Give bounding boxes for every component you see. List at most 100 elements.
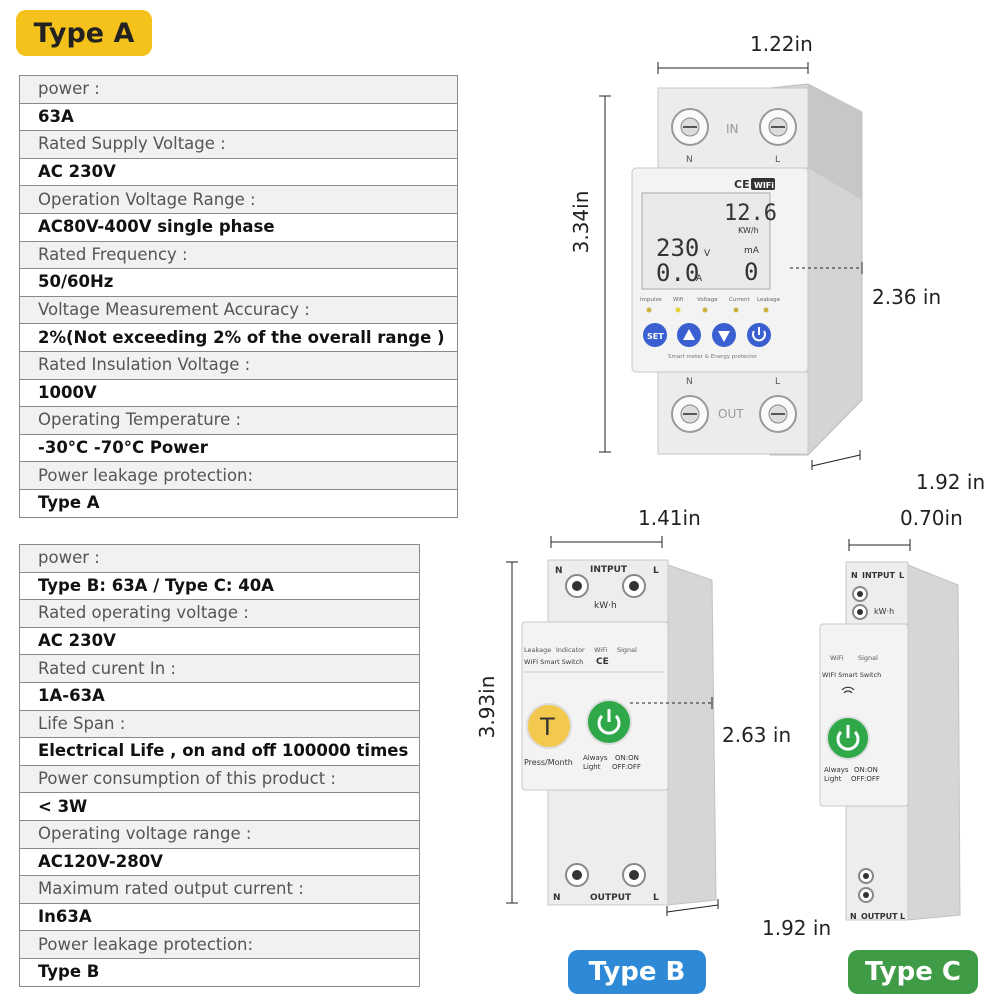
spec-value: AC 230V — [19, 157, 458, 187]
table-row: 50/60Hz — [19, 268, 458, 297]
device-b-input-label: INTPUT — [590, 565, 628, 575]
table-row: Voltage Measurement Accuracy : — [19, 295, 458, 325]
device-b-output-label: OUTPUT — [590, 893, 632, 903]
spec-value: 63A — [19, 102, 458, 132]
device-c-wifi-label: WiFi — [830, 654, 843, 662]
table-row: Rated Frequency : — [19, 240, 458, 270]
device-a-indicator-voltage: Voltage — [697, 297, 718, 303]
spec-label: Power consumption of this product : — [19, 764, 420, 794]
device-c-wifi-icon — [841, 686, 855, 694]
device-a-leak-reading: 0 — [744, 258, 758, 286]
device-b-n-bottom: N — [553, 893, 561, 903]
table-row: Operation Voltage Range : — [19, 185, 458, 214]
device-a-energy-unit: KW/h — [738, 226, 759, 235]
device-a-ce-mark: CE — [734, 178, 750, 191]
device-c-n-bottom: N — [850, 912, 857, 921]
dim-b-width: 1.41in — [638, 506, 701, 530]
spec-value: 1000V — [19, 378, 458, 408]
device-a-in-label: IN — [726, 122, 739, 136]
table-row: 1000V — [19, 378, 458, 408]
device-a-voltage-unit: V — [704, 249, 711, 259]
table-row: 1A-63A — [19, 681, 420, 711]
device-b-on-label: ON:ON — [615, 754, 639, 762]
table-row: AC120V-280V — [19, 847, 420, 877]
device-b-power-icon — [597, 709, 621, 735]
device-a-indicator-leakage: Leakage — [757, 297, 781, 303]
table-row: Rated Supply Voltage : — [19, 130, 458, 159]
type-a-badge: Type A — [16, 10, 152, 56]
spec-value: AC 230V — [19, 626, 420, 656]
spec-label: Power leakage protection: — [19, 930, 420, 959]
device-b-leakage-label: Leakage — [524, 646, 551, 654]
device-c-light-label: Light — [824, 775, 842, 783]
spec-value: AC120V-280V — [19, 847, 420, 877]
table-row: Rated curent In : — [19, 654, 420, 683]
device-a-set-label: SET — [647, 332, 664, 341]
device-c-output-label: OUTPUT — [861, 912, 898, 921]
device-a-energy-reading: 12.6 — [724, 201, 777, 226]
spec-label: Rated operating voltage : — [19, 599, 420, 628]
device-a-current-unit: A — [696, 274, 703, 284]
device-b-n-top: N — [555, 566, 563, 576]
dim-a-height: 3.34in — [569, 190, 593, 254]
device-c-l-bottom: L — [900, 912, 905, 921]
device-a-n-bottom: N — [686, 377, 693, 387]
spec-label: Rated Frequency : — [19, 240, 458, 270]
type-b-badge: Type B — [568, 950, 706, 994]
spec-label: Operating Temperature : — [19, 406, 458, 435]
device-b-ce-mark: CE — [596, 657, 609, 667]
device-c-n-top: N — [851, 571, 858, 580]
device-a-current-reading: 0.0 — [656, 259, 699, 287]
device-a-n-top: N — [686, 155, 693, 165]
table-row: Type B — [19, 957, 420, 987]
device-a-power-icon — [752, 327, 766, 342]
table-row: Life Span : — [19, 709, 420, 739]
spec-value: Type B: 63A / Type C: 40A — [19, 571, 420, 601]
device-a-l-top: L — [775, 155, 780, 165]
dim-a-side: 1.92 in — [916, 470, 986, 494]
table-row: AC80V-400V single phase — [19, 212, 458, 242]
dimension-lines — [506, 62, 911, 916]
device-a-out-label: OUT — [718, 407, 744, 421]
table-row: -30°C -70°C Power — [19, 433, 458, 463]
spec-label: Rated Supply Voltage : — [19, 130, 458, 159]
device-c-off-label: OFF:OFF — [851, 775, 880, 783]
device-c-signal-label: Signal — [858, 654, 878, 662]
spec-label: Rated Insulation Voltage : — [19, 350, 458, 380]
device-a-voltage-reading: 230 — [656, 234, 699, 262]
spec-table-type-b-c: power : Type B: 63A / Type C: 40A Rated … — [19, 544, 420, 987]
device-b-wifi-label: WiFi — [594, 646, 607, 654]
spec-table-type-a: power : 63A Rated Supply Voltage : AC 23… — [19, 75, 458, 518]
dim-b-depth: 2.63 in — [722, 723, 792, 747]
device-a-l-bottom: L — [775, 377, 780, 387]
table-row: Electrical Life , on and off 100000 time… — [19, 737, 420, 766]
device-c-power-icon — [836, 725, 860, 751]
device-b-off-label: OFF:OFF — [612, 763, 641, 771]
spec-value: AC80V-400V single phase — [19, 212, 458, 242]
device-type-a: IN N L OUT N L CE WIFi 12.6 KW/h 230 V 0… — [631, 83, 863, 456]
dim-b-side: 1.92 in — [762, 916, 832, 940]
device-a-indicator-wifi: Wifi — [673, 297, 683, 303]
table-row: Type B: 63A / Type C: 40A — [19, 571, 420, 601]
table-row: Power leakage protection: — [19, 930, 420, 959]
device-type-b: N INTPUT L kW·h Leakage Indicator WiFi S… — [521, 559, 717, 906]
device-a-indicator-impulse: Impulse — [640, 297, 662, 303]
table-row: Operating Temperature : — [19, 406, 458, 435]
device-b-light-label: Light — [583, 763, 601, 771]
device-a-caption: Smart meter & Energy protector — [668, 354, 758, 360]
spec-value: 1A-63A — [19, 681, 420, 711]
device-type-c: N INTPUT L kW·h WiFi Signal WIFI Smart S… — [819, 561, 961, 921]
spec-value: -30°C -70°C Power — [19, 433, 458, 463]
spec-label: Operating voltage range : — [19, 819, 420, 849]
table-row: AC 230V — [19, 626, 420, 656]
device-a-leak-unit: mA — [744, 246, 760, 256]
device-c-input-label: INTPUT — [862, 571, 895, 580]
device-a-wifi-badge: WIFi — [754, 181, 774, 190]
device-c-meter-label: kW·h — [874, 607, 894, 616]
device-b-l-top: L — [653, 566, 659, 576]
dim-a-width: 1.22in — [750, 32, 813, 56]
table-row: Type A — [19, 488, 458, 518]
table-row: AC 230V — [19, 157, 458, 187]
spec-value: Type B — [19, 957, 420, 987]
